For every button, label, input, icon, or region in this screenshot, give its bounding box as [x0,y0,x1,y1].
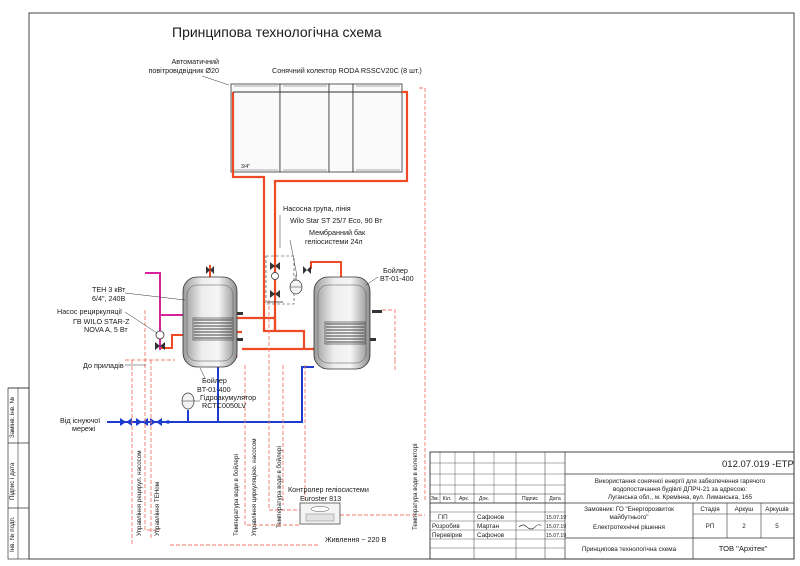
tb-head-pidpys: Підпис [522,496,539,502]
boiler-left [182,276,238,368]
tb-head-data: Дата [549,496,561,502]
membrane-tank-label-1: Мембранний бак [309,228,366,237]
tb-desc-2: водопостачання будівлі ДПРЧ-21 за адресо… [613,485,747,493]
drawing-title: Принципова технологічна схема [172,24,382,40]
tb-client-1: Замовник: ГО "Енергорозвиток [584,506,674,513]
title-block-text: 012.07.019 -ЕТР Використання сонячної ен… [431,459,794,553]
hydro-accumulator-label-2: RCTC0050LV [202,401,246,410]
tb-row3-name: Сафонов [477,532,505,539]
tb-row1-name: Сафонов [477,514,505,521]
tb-row1-date: 15.07.19 [546,515,566,521]
hydro-accumulator-label-1: Гідроакумулятор [200,393,256,402]
recirculation-pump [155,330,165,350]
heater-label-1: ТЕН 3 кВт [92,285,126,294]
pump-group-label-2: Wilo Star ST 25/7 Eco, 90 Вт [290,216,383,225]
collector-label: Сонячний колектор RODA RSSCV20C (8 шт.) [272,66,422,75]
controller-label-2: Euroster 813 [300,494,341,503]
controller-label-1: Контролер геліосистеми [288,485,369,494]
tb-head-dok: Док. [479,496,489,502]
signature-mark [518,524,542,530]
boiler-right-label-2: BT-01-400 [380,274,414,283]
tb-stage-head: Стадія [700,505,719,513]
membrane-tank [289,275,303,295]
title-block [429,451,795,560]
drawing-frame [28,12,795,560]
pump-group [265,255,295,305]
heliosystem-controller [299,502,341,525]
solar-collectors [230,83,403,173]
power-label: Живлення ~ 220 В [325,535,387,544]
collector-pipe-label: 3/4" [241,164,250,170]
tb-head-zm: Зм. [431,496,439,502]
tb-row2-date: 15.07.19 [546,524,566,530]
tb-code: 012.07.019 -ЕТР [722,459,794,470]
to-devices-label: До приладів [83,361,124,370]
tb-sheet-value: 2 [742,523,746,530]
heater-label-2: 6/4", 240В [92,294,126,303]
boiler-right-label-1: Бойлер [383,266,408,275]
tb-row2-name: Мартан [477,523,499,530]
membrane-tank-label-2: геліосистеми 24л [305,237,363,246]
vertical-label-temp-collector: Температура води в колекторі [412,444,419,530]
hot-outlets [160,261,342,349]
boiler-fittings [206,266,382,341]
tb-sheets-value: 5 [775,523,779,530]
vertical-label-temp-boiler-2: Температура води в бойлері [276,446,283,528]
tb-head-ark: Арк. [459,496,469,502]
stamp-signature-date: Підпис і дата [9,462,16,500]
tb-desc-1: Використання сонячної енергії для забезп… [595,477,766,485]
from-network-label-2: мережі [72,424,96,433]
tb-sheets-head: Аркушів [765,505,789,513]
recirculation-pipe [145,272,183,350]
boiler-right [313,276,371,370]
tb-row3-date: 15.07.19 [546,533,566,539]
recirc-pump-label-3: NOVA A, 5 Вт [84,325,128,334]
tb-row2-role: Розробив [432,522,460,530]
pump-group-label-1: Насосна група, лінія [283,204,351,213]
control-wiring [125,87,426,546]
tb-desc-3: Луганська обл., м. Кремінна, вул. Лиманс… [608,493,753,501]
tb-row1-role: ГІП [438,514,448,521]
tb-head-kil: Кіл. [443,496,452,502]
vertical-label-temp-boiler-1: Температура води в бойлері [233,454,240,536]
tb-sheet-title: Принципова технологічна схема [582,545,677,553]
vertical-label-circ-pump: Управління циркуляцією. насосом [251,438,258,536]
air-vent-label-1: Автоматичний [172,57,220,66]
tb-section: Електротехнічні рішення [593,523,665,531]
recirc-pump-label-1: Насос рециркуляції [57,307,122,316]
from-network-label-1: Від існуючої [60,416,100,425]
side-stamp: Інв. № подп. Підпис і дата Замінв. інв. … [7,387,30,560]
hydro-accumulator [181,392,195,410]
boiler-left-label-1: Бойлер [202,376,227,385]
vertical-label-heater: Управління ТЕНом [154,482,161,536]
stamp-inv-number: Інв. № подп. [9,516,16,552]
recirc-pump-label-2: ГВ WILO STAR-Z [73,317,130,326]
boiler-left-label-2: BT-01-400 [197,385,231,394]
tb-company: ТОВ "Архітек" [719,544,768,553]
air-vent-label-2: повітровідвідник Ø20 [148,66,219,75]
vertical-label-recirc: Управління рецирул. насосом [136,450,143,536]
tb-client-2: майбутнього" [609,513,648,521]
tb-sheet-head: Аркуш [735,506,754,513]
tb-stage-value: РП [706,523,715,530]
stamp-replacement-inv: Замінв. інв. № [9,397,16,438]
tb-row3-role: Перевірив [432,531,463,539]
